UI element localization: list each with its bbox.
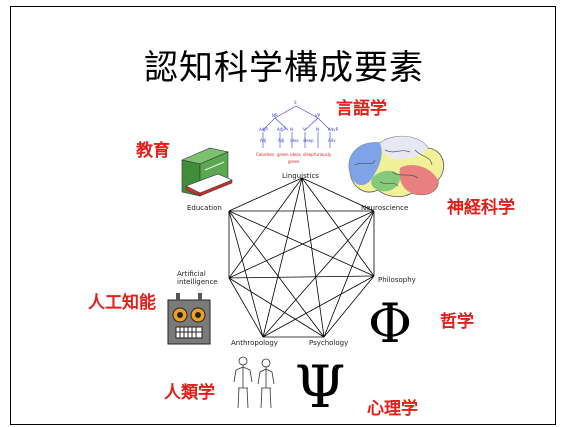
edge-4-6 (228, 210, 264, 338)
svg-text:S: S (294, 100, 297, 105)
svg-text:V: V (303, 127, 306, 132)
edge-2-5 (228, 275, 375, 279)
svg-text:Adj: Adj (260, 138, 266, 143)
edge-0-3 (301, 177, 325, 338)
edge-1-3 (323, 210, 375, 338)
edge-0-4 (262, 177, 303, 338)
human-figures-icon (233, 356, 275, 409)
node-label-neuroscience: Neuroscience (361, 204, 409, 212)
svg-text:Adj: Adj (278, 138, 284, 143)
svg-text:AdjP: AdjP (259, 127, 268, 132)
svg-text:Colorless: Colorless (256, 152, 274, 157)
svg-text:ideas: ideas (290, 152, 301, 157)
edge-0-2 (301, 177, 375, 277)
edge-0-5 (228, 177, 303, 279)
node-label-anthropology: Anthropology (231, 339, 278, 347)
svg-text:green: green (277, 152, 289, 157)
edge-3-5 (228, 277, 325, 338)
slide-frame (10, 6, 556, 425)
label-education-ja: 教育 (136, 141, 170, 161)
edge-2-3 (323, 275, 375, 338)
svg-text:sleep: sleep (303, 152, 314, 157)
edge-0-1 (301, 177, 375, 212)
svg-text:sleep: sleep (303, 138, 314, 143)
svg-text:N: N (316, 127, 319, 132)
phi-letter-icon: Φ (368, 292, 412, 355)
edge-4-5 (228, 277, 264, 338)
svg-text:AdvP: AdvP (328, 127, 339, 132)
psi-letter-icon: Ψ (295, 353, 346, 421)
node-label-ai: Artificial intelligence (177, 270, 218, 286)
slide-title: 認知科学構成要素 (144, 48, 424, 88)
heptagon-edges (228, 177, 375, 338)
edge-2-6 (228, 210, 375, 277)
svg-text:VP: VP (315, 113, 321, 118)
svg-text:furiously: furiously (314, 152, 332, 157)
book-icon (181, 147, 233, 197)
label-psychology-ja: 心理学 (367, 399, 418, 419)
label-neuroscience-ja: 神経科学 (447, 198, 515, 218)
svg-text:N: N (290, 127, 293, 132)
edge-1-5 (228, 210, 375, 279)
svg-text:Adv: Adv (328, 138, 336, 143)
brain-icon (348, 135, 445, 198)
node-label-education: Education (187, 204, 222, 212)
edge-2-4 (262, 275, 375, 338)
svg-text:idea: idea (290, 138, 299, 143)
label-ai-ja: 人工知能 (88, 293, 156, 313)
edge-1-4 (262, 210, 375, 338)
syntax-tree-nodes: S NP VP AdjP AdjP N V N AdvP Adj Adj idea sleep… (259, 100, 339, 143)
label-anthropology-ja: 人類学 (164, 383, 215, 403)
robot-icon (167, 293, 211, 345)
svg-text:green: green (288, 159, 300, 164)
node-label-psychology: Psychology (309, 339, 349, 347)
edge-3-6 (228, 210, 325, 338)
syntax-tree-icon (262, 105, 331, 148)
svg-text:AdjP: AdjP (277, 127, 286, 132)
edge-0-6 (228, 177, 303, 212)
label-philosophy-ja: 哲学 (440, 312, 474, 332)
svg-text:NP: NP (272, 113, 278, 118)
node-label-philosophy: Philosophy (378, 276, 416, 284)
label-linguistics-ja: 言語学 (336, 99, 387, 119)
node-label-linguistics: Linguistics (282, 172, 319, 180)
